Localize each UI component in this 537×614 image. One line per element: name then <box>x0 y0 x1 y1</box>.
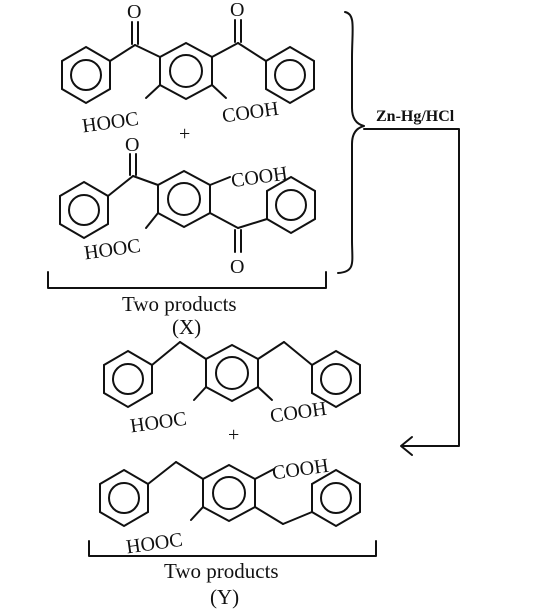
carboxyl-group-right: COOH <box>269 398 328 428</box>
caption-y: Two products <box>164 559 279 583</box>
label-x: (X) <box>172 315 201 339</box>
phenyl-ring <box>99 468 149 528</box>
aromatic-circle <box>320 363 352 395</box>
aromatic-circle <box>212 476 246 510</box>
bond <box>211 42 239 58</box>
bond <box>190 506 204 521</box>
aromatic-circle <box>274 59 306 91</box>
phenyl-ring <box>103 349 153 409</box>
bond <box>209 176 231 186</box>
oxygen-atom: O <box>230 0 244 21</box>
bond <box>211 84 227 99</box>
oxygen-atom: O <box>125 134 139 156</box>
bond <box>132 175 159 186</box>
bond <box>283 341 313 366</box>
plus-sign-y: + <box>228 424 239 446</box>
bond <box>237 42 267 62</box>
carboxyl-group-left: HOOC <box>125 529 184 559</box>
bond <box>209 212 239 229</box>
structure-y2: COOH HOOC <box>99 455 361 559</box>
bond <box>179 341 207 360</box>
carboxyl-group-left: HOOC <box>129 408 188 438</box>
aromatic-circle <box>112 363 144 395</box>
bond <box>151 341 181 366</box>
plus-sign-x: + <box>179 123 190 145</box>
aromatic-circle <box>320 482 352 514</box>
bond <box>193 386 207 401</box>
carboxyl-group-right: COOH <box>271 455 330 485</box>
phenyl-ring <box>61 45 111 105</box>
reaction-arrow-path <box>363 128 460 447</box>
bond <box>147 461 177 485</box>
aromatic-circle <box>169 54 203 88</box>
bond <box>134 44 161 58</box>
carboxyl-group-left: HOOC <box>83 235 142 265</box>
bond <box>257 341 285 360</box>
bond <box>107 175 134 197</box>
oxygen-atom: O <box>127 1 141 23</box>
phenyl-ring <box>59 180 109 240</box>
central-benzene-ring <box>159 41 213 101</box>
central-benzene-ring <box>202 463 256 523</box>
bond <box>254 468 275 480</box>
arrowhead <box>400 436 413 456</box>
phenyl-ring <box>311 468 361 528</box>
label-y: (Y) <box>210 585 239 609</box>
bracket-y <box>88 540 377 557</box>
aromatic-circle <box>275 189 307 221</box>
structure-x1: O O HOOC COOH <box>61 0 315 137</box>
reagent-label: Zn-Hg/HCl <box>376 108 455 125</box>
carboxyl-group-right: COOH <box>230 163 289 193</box>
oxygen-atom: O <box>230 256 244 278</box>
bond <box>257 386 273 401</box>
phenyl-ring <box>266 175 316 235</box>
central-benzene-ring <box>157 169 211 229</box>
bond <box>145 84 161 99</box>
aromatic-circle <box>68 194 100 226</box>
bond <box>254 506 284 525</box>
phenyl-ring <box>265 45 315 105</box>
caption-x: Two products <box>122 292 237 316</box>
curly-brace <box>337 11 365 274</box>
aromatic-circle <box>167 182 201 216</box>
bond <box>175 461 204 480</box>
aromatic-circle <box>108 482 140 514</box>
bond <box>109 44 136 62</box>
central-benzene-ring <box>205 343 259 403</box>
bond <box>282 511 313 525</box>
bond <box>237 218 268 229</box>
bracket-x <box>47 271 327 289</box>
aromatic-circle <box>70 59 102 91</box>
carboxyl-group-right: COOH <box>221 98 280 128</box>
bond <box>145 212 159 229</box>
structure-x2: O COOH O HOOC <box>59 134 316 278</box>
aromatic-circle <box>215 356 249 390</box>
